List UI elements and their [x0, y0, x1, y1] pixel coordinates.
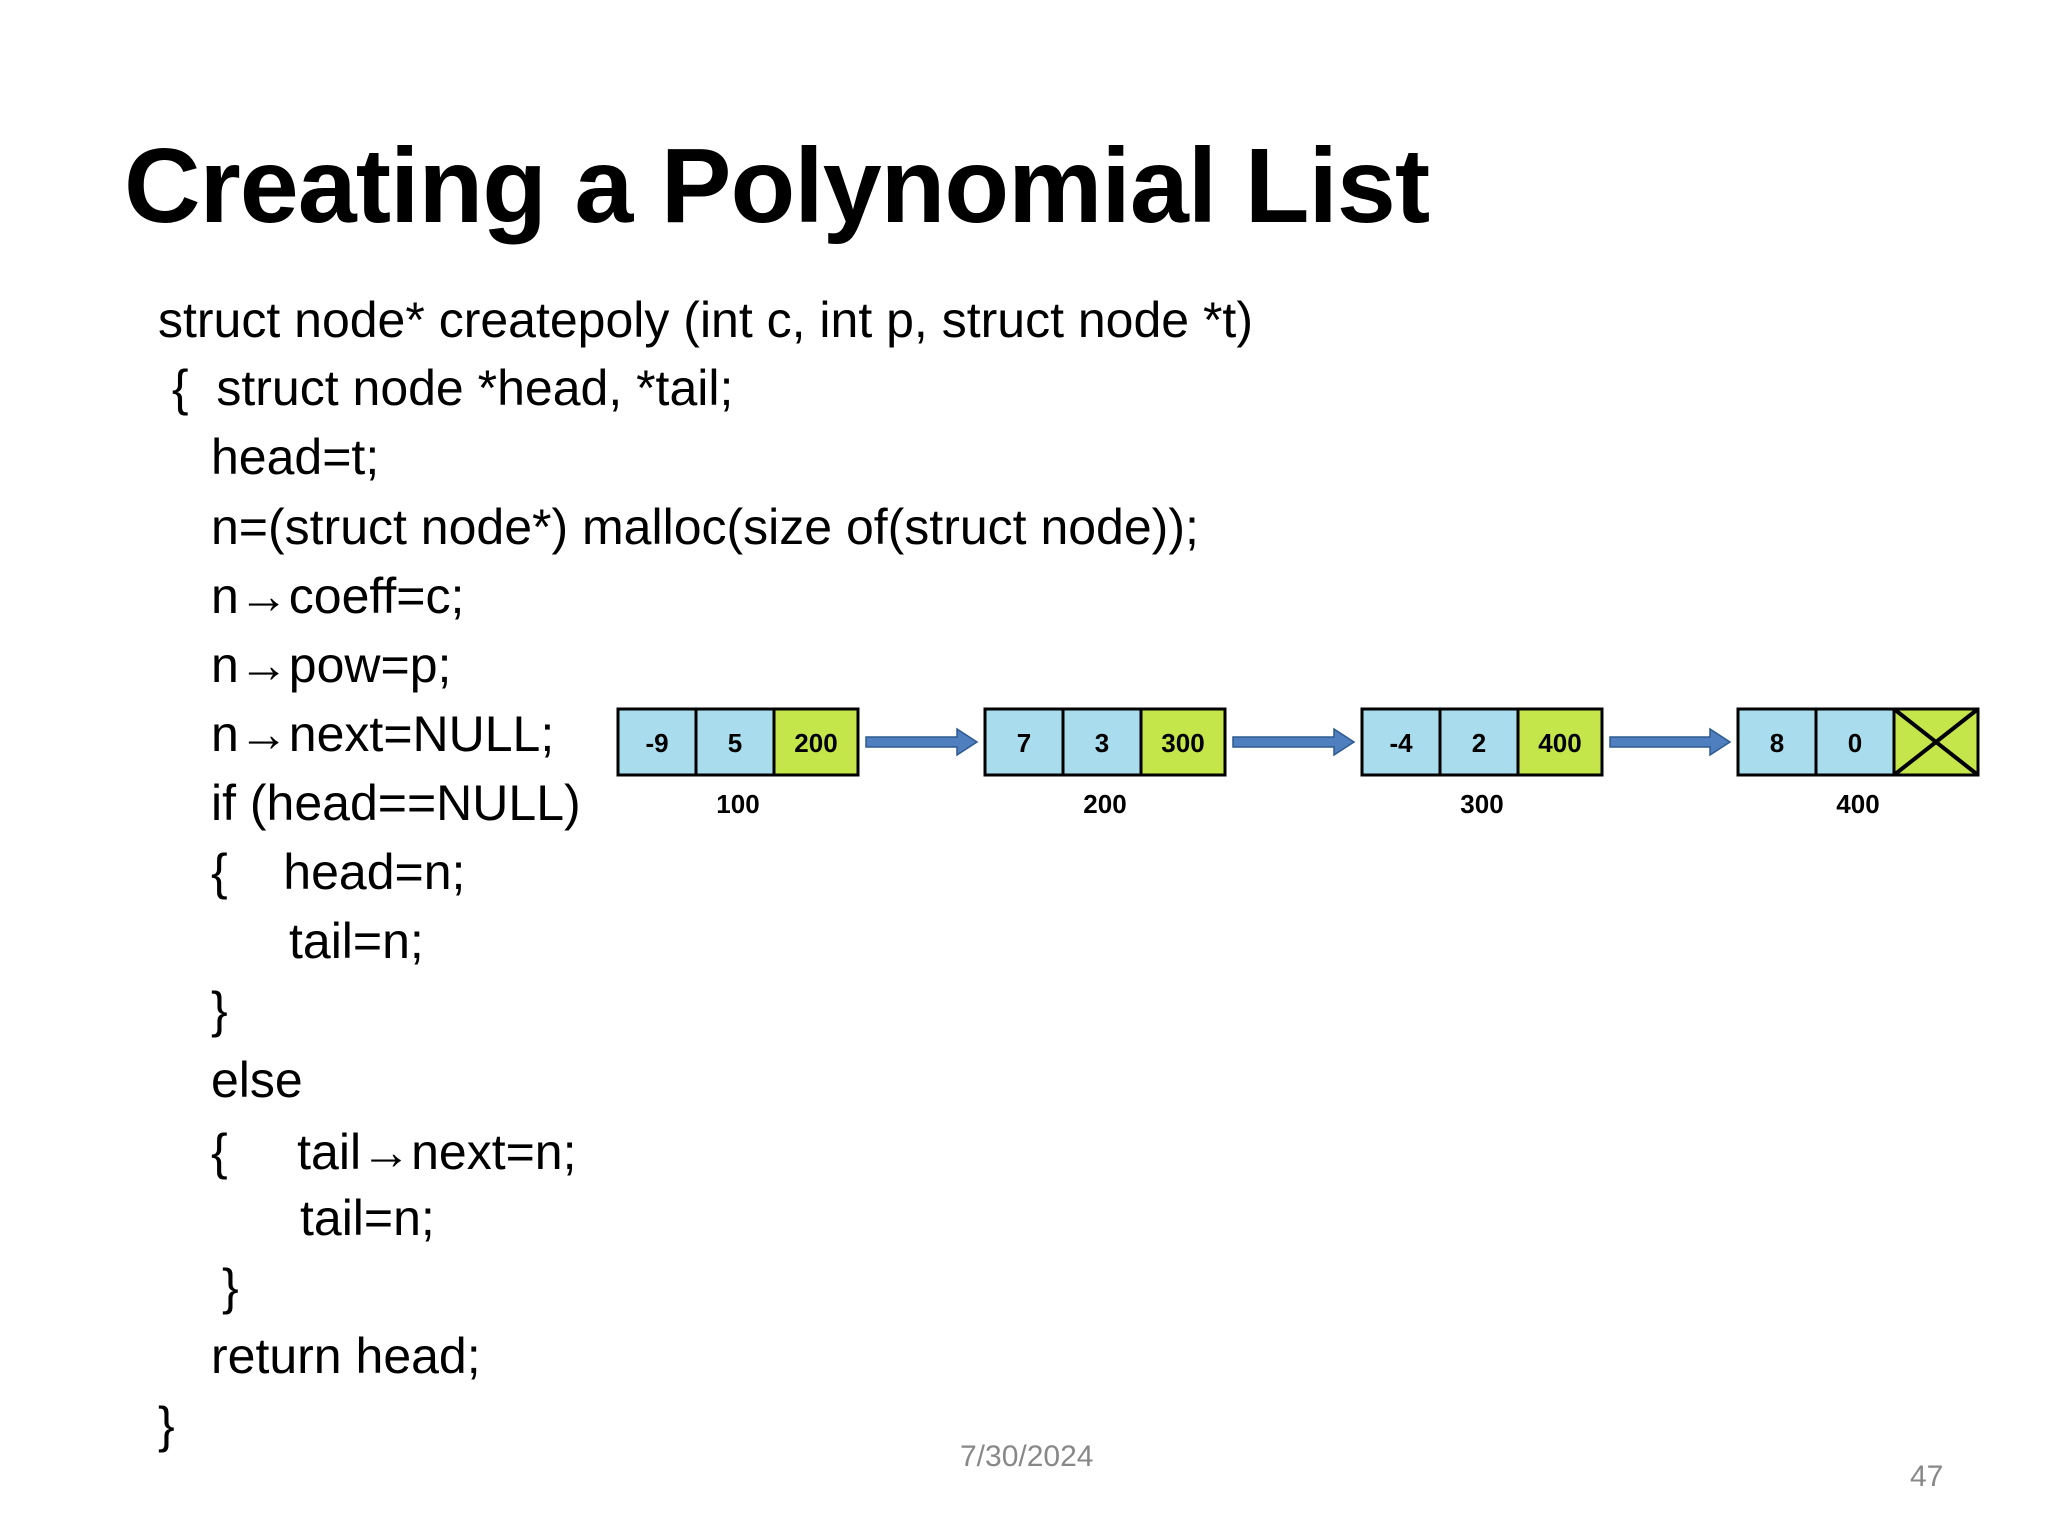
next-pointer-arrow	[1609, 727, 1732, 757]
pow-value: 0	[1848, 728, 1862, 758]
coeff-value: 7	[1017, 728, 1031, 758]
next-cell	[772, 707, 860, 777]
code-line: else	[211, 1052, 303, 1108]
code-line: { tail→next=n;	[211, 1124, 577, 1180]
code-line: n=(struct node*) malloc(size of(struct n…	[211, 499, 1199, 555]
node-address-label: 200	[1083, 789, 1126, 819]
coeff-cell	[983, 707, 1065, 777]
code-line: tail=n;	[289, 913, 424, 969]
code-line: }	[222, 1259, 239, 1315]
next-cell	[1139, 707, 1227, 777]
code-line: n→coeff=c;	[211, 568, 465, 624]
node-address-label: 100	[716, 789, 759, 819]
code-line: }	[158, 1397, 175, 1453]
code-line: tail=n;	[300, 1190, 435, 1246]
code-line: { struct node *head, *tail;	[158, 360, 734, 416]
null-cross-line	[1892, 707, 1980, 777]
code-line: n→next=NULL;	[211, 706, 555, 762]
code-line: n→pow=p;	[211, 637, 452, 693]
code-line: }	[211, 982, 228, 1038]
coeff-value: 8	[1770, 728, 1784, 758]
slide-title: Creating a Polynomial List	[124, 127, 1430, 245]
coeff-value: -9	[645, 728, 668, 758]
next-pointer-arrow	[865, 727, 979, 757]
code-line: { head=n;	[211, 844, 466, 900]
next-value: 200	[794, 728, 837, 758]
pow-cell	[1061, 707, 1143, 777]
code-line: return head;	[211, 1328, 481, 1384]
pow-cell	[1438, 707, 1520, 777]
code-line: if (head==NULL)	[211, 775, 581, 831]
next-value: 400	[1538, 728, 1581, 758]
next-pointer-arrow	[1232, 727, 1356, 757]
next-cell	[1516, 707, 1604, 777]
pow-value: 2	[1472, 728, 1486, 758]
pow-value: 5	[728, 728, 742, 758]
node-address-label: 300	[1460, 789, 1503, 819]
pow-cell	[694, 707, 776, 777]
node-address-label: 400	[1836, 789, 1879, 819]
code-line: struct node* createpoly (int c, int p, s…	[158, 292, 1253, 348]
next-value: 300	[1161, 728, 1204, 758]
coeff-value: -4	[1389, 728, 1413, 758]
pow-cell	[1814, 707, 1896, 777]
slide-date: 7/30/2024	[960, 1440, 1094, 1473]
page-number: 47	[1910, 1460, 1944, 1493]
pow-value: 3	[1095, 728, 1109, 758]
code-line: head=t;	[211, 429, 380, 485]
